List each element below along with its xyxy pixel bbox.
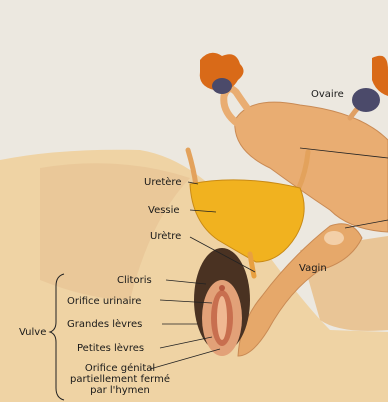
label-clitoris: Clitoris [117,275,152,286]
cervix [324,231,344,245]
clitoris-shape [219,285,225,291]
vestibule [217,296,227,340]
label-vulve: Vulve [19,327,46,338]
ovary-right [352,88,380,112]
label-petites-levres: Petites lèvres [77,343,144,354]
label-orifice-genital: Orifice génital partiellement fermé par … [60,363,180,396]
label-uretre: Urètre [150,231,181,242]
label-orifice-urinaire: Orifice urinaire [67,296,141,307]
label-vagin: Vagin [299,263,327,274]
label-orifice-genital-line1: Orifice génital [60,363,180,374]
label-ovaire: Ovaire [311,89,344,100]
label-orifice-genital-line2: partiellement fermé [60,374,180,385]
ovary-left [212,78,232,94]
label-orifice-genital-line3: par l'hymen [60,385,180,396]
label-uretere: Uretère [144,177,181,188]
label-grandes-levres: Grandes lèvres [67,319,142,330]
label-vessie: Vessie [148,205,180,216]
